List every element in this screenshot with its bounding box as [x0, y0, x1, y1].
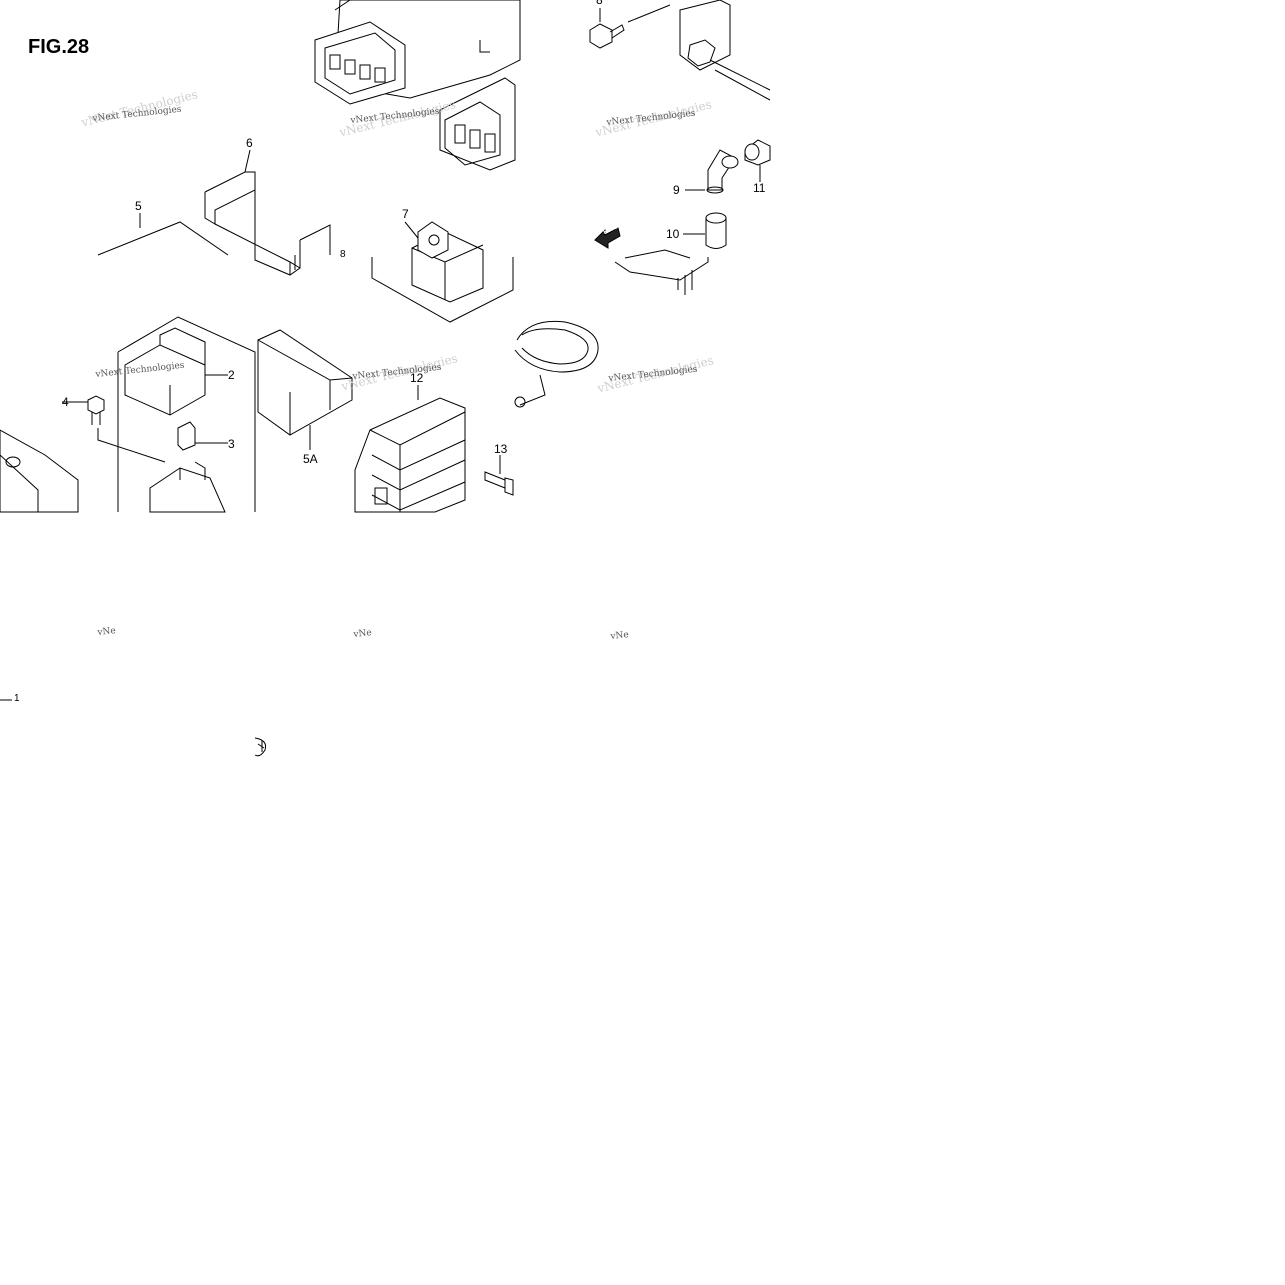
callout-8-mid: 8	[340, 249, 346, 260]
part-connector-block	[439, 77, 516, 171]
callout-5a: 5A	[303, 452, 318, 466]
callout-13: 13	[494, 442, 508, 456]
part-controller-top	[314, 0, 521, 105]
callout-12: 12	[410, 371, 424, 385]
figure-title: FIG.28	[28, 36, 90, 58]
part-bolt-13	[484, 455, 514, 496]
callout-11: 11	[753, 181, 766, 195]
part-plate-5	[97, 213, 229, 256]
part-wire-loop	[514, 320, 599, 408]
callout-5: 5	[135, 199, 142, 213]
callout-8-top: 8	[596, 0, 603, 7]
part-cover-5a	[257, 329, 353, 450]
part-battery-box	[0, 429, 79, 513]
fwd-arrow-icon	[594, 227, 621, 249]
part-coil-top-right	[589, 0, 771, 101]
callout-7: 7	[402, 207, 409, 221]
watermark-fragment: vNe	[610, 630, 630, 642]
part-regulator-12	[354, 385, 466, 513]
part-bracket-right	[614, 249, 709, 295]
callout-1: 1	[14, 693, 20, 704]
watermark-fragment: vNe	[353, 628, 373, 640]
callout-6: 6	[246, 136, 253, 150]
callout-2: 2	[228, 368, 235, 382]
watermark-fragment: vNe	[97, 626, 117, 638]
part-bracket-6	[204, 149, 331, 276]
part-fuse-box-group	[62, 316, 256, 513]
callout-9: 9	[673, 183, 680, 197]
part-caps-9-10-11	[683, 139, 771, 249]
part-relay-7	[371, 221, 514, 323]
callout-10: 10	[666, 227, 680, 241]
callout-4: 4	[62, 395, 69, 409]
callout-3: 3	[228, 437, 235, 451]
part-lower-fragments	[0, 699, 266, 757]
